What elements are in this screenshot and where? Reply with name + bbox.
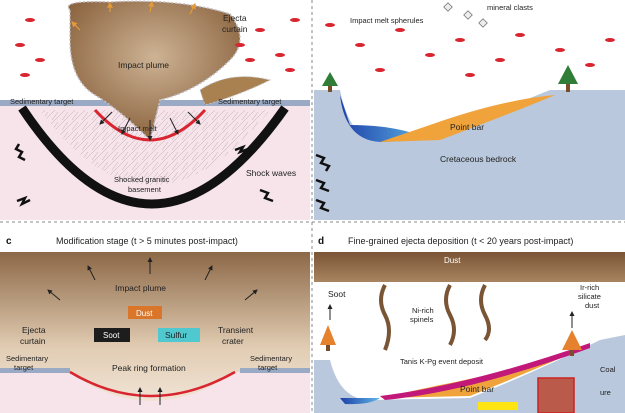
- water-d: [340, 398, 380, 405]
- panel-c: c Modification stage (t > 5 minutes post…: [0, 236, 310, 413]
- impact-melt-label-a: Impact melt: [118, 124, 158, 133]
- shock-waves-label-a: Shock waves: [246, 168, 296, 178]
- shocked-label-2: basement: [128, 185, 162, 194]
- sed-target-right-label-a: Sedimentary target: [218, 97, 282, 106]
- crater-arrows-a: [99, 111, 201, 141]
- soot-label-d: Soot: [328, 289, 346, 299]
- sed-right-label-1: Sedimentary: [250, 354, 292, 363]
- shocked-basement-zone: [40, 110, 270, 185]
- shock-wave-arrows-b: [315, 153, 331, 213]
- point-bar-d: [380, 345, 590, 398]
- tanis-label-d: Tanis K-Pg event deposit: [400, 357, 484, 366]
- ir-label-1: Ir-rich: [580, 283, 599, 292]
- peak-ring-label-c: Peak ring formation: [112, 363, 186, 373]
- plume-expansion-arrows: [71, 0, 196, 31]
- melt-spherules-label: Impact melt spherules: [350, 16, 424, 25]
- curtain-label-c: curtain: [20, 336, 46, 346]
- ground-c: [0, 372, 310, 413]
- panel-d-letter: d: [318, 236, 324, 247]
- sed-left-label-1: Sedimentary: [6, 354, 48, 363]
- ejecta-curtain-a: [199, 76, 272, 106]
- crater-label-c: crater: [222, 336, 244, 346]
- plume-arrows-c: [47, 257, 258, 405]
- ir-label-3: dust: [585, 301, 600, 310]
- tree-right-b: [558, 65, 578, 92]
- channel-water-b: [340, 95, 430, 142]
- core-sample-box: [537, 377, 575, 413]
- ejecta-label-c: Ejecta: [22, 325, 46, 335]
- dust-layer-d: [314, 252, 625, 282]
- zoom-arrow-d: [478, 402, 518, 410]
- panel-b: mineral clasts Impact melt spherules Poi…: [314, 0, 625, 220]
- panel-d-title: Fine-grained ejecta deposition (t < 20 y…: [348, 236, 573, 246]
- ni-label-1: Ni-rich: [412, 306, 434, 315]
- ejecta-label-a: Ejecta: [223, 13, 247, 23]
- tree-right-d: [562, 330, 582, 356]
- panel-d: d Fine-grained ejecta deposition (t < 20…: [314, 236, 625, 413]
- soot-label-c: Soot: [103, 331, 120, 340]
- tree-left-d: [320, 325, 336, 351]
- ir-label-2: silicate: [578, 292, 601, 301]
- melt-spherules-b: [325, 23, 615, 77]
- melt-sheet-c: [69, 370, 236, 398]
- impact-plume-label-c: Impact plume: [115, 283, 166, 293]
- shock-wave-arrows-a: [14, 143, 274, 207]
- shock-front: [18, 105, 289, 209]
- dust-box-c: [128, 306, 162, 319]
- soot-arrow-d: [327, 304, 575, 328]
- bedrock-label-b: Cretaceous bedrock: [440, 154, 517, 164]
- point-bar-label-d: Point bar: [460, 384, 494, 394]
- sed-target-left-label-a: Sedimentary target: [10, 97, 74, 106]
- point-bar-b: [380, 95, 555, 142]
- panel-a: Ejecta curtain Impact plume Sedimentary …: [0, 0, 310, 220]
- mineral-clasts-label: mineral clasts: [487, 3, 533, 12]
- sed-right-label-2: target: [258, 363, 278, 372]
- coal-label-d: Coal: [600, 365, 616, 374]
- transient-label-c: Transient: [218, 325, 254, 335]
- mineral-clasts-b: [443, 2, 488, 28]
- dust-fallout-arrows-d: [379, 284, 491, 351]
- sulfur-box-c: [158, 328, 200, 342]
- dust-label-d: Dust: [444, 256, 461, 265]
- impact-plume-a: [67, 0, 241, 142]
- tanis-deposit-d: [380, 343, 590, 400]
- curtain-label-a: curtain: [222, 24, 248, 34]
- panel-c-title: Modification stage (t > 5 minutes post-i…: [56, 236, 238, 246]
- point-bar-label-b: Point bar: [450, 122, 484, 132]
- melt-spherules-a: [15, 18, 300, 77]
- panel-c-letter: c: [6, 236, 12, 247]
- core-label-d: ure: [600, 388, 611, 397]
- soot-box-c: [94, 328, 130, 342]
- impact-plume-label-a: Impact plume: [118, 60, 169, 70]
- sed-left-label-2: target: [14, 363, 34, 372]
- bedrock-b: [314, 90, 625, 220]
- dust-label-c: Dust: [136, 309, 153, 318]
- ni-label-2: spinels: [410, 315, 434, 324]
- sulfur-label-c: Sulfur: [165, 330, 187, 340]
- shocked-label-1: Shocked granitic: [114, 175, 170, 184]
- tree-left-b: [322, 72, 338, 92]
